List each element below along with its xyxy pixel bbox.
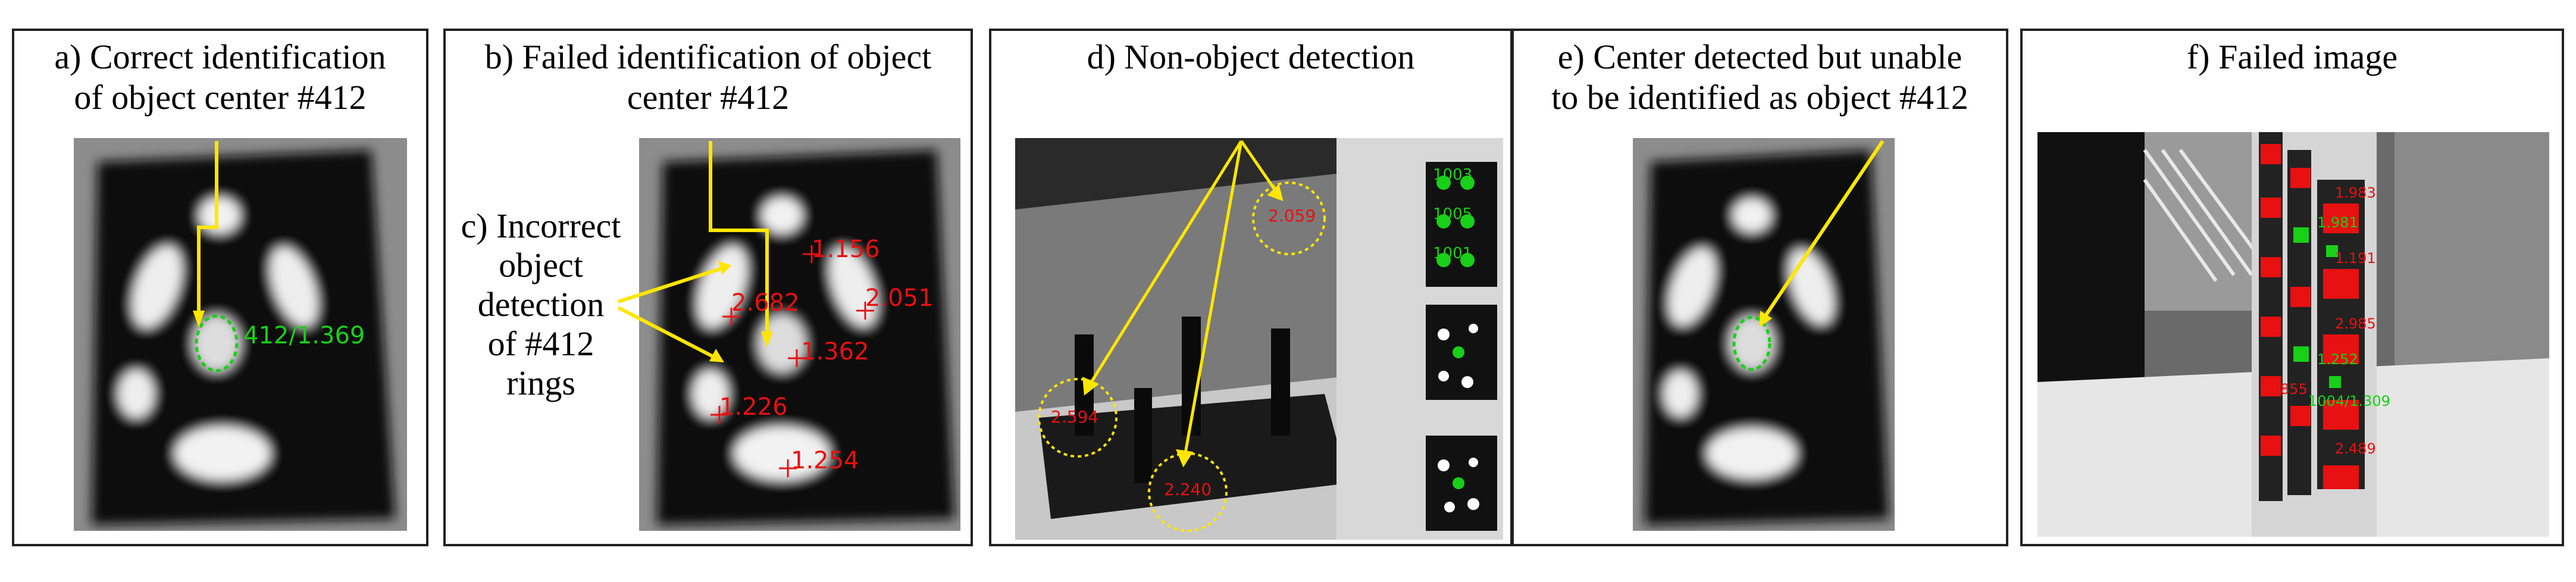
side-label-line4: of #412	[487, 324, 594, 363]
panel-b-side-label: c) Incorrect object detection of #412 ri…	[452, 206, 630, 403]
panel-f-red-5: 2.489	[2335, 440, 2376, 457]
side-label-line1: c) Incorrect	[461, 206, 621, 245]
panel-a-title-line1: a) Correct identification	[54, 37, 386, 76]
panel-d-value-2: 2.594	[1051, 407, 1098, 427]
panel-e-image	[1633, 138, 1895, 531]
panel-b-image: 1.156 2.682 2.051 1.362 1.226 1.254	[639, 138, 960, 531]
panel-f-green-2: 1.252	[2317, 351, 2358, 368]
panel-b-value-6: 1.254	[791, 447, 859, 474]
panel-e: e) Center detected but unable to be iden…	[1511, 29, 2008, 546]
panel-a-image: 412/1.369	[74, 138, 407, 531]
panel-d-code-3: 1001	[1433, 245, 1472, 262]
side-label-line5: rings	[506, 364, 575, 402]
panel-a-label: 412/1.369	[243, 322, 365, 349]
panel-b-title-line1: b) Failed identification of object	[484, 37, 932, 76]
panel-d-value-3: 2.240	[1164, 480, 1212, 499]
panel-d-title: d) Non-object detection	[1087, 37, 1415, 76]
panel-e-title-line2: to be identified as object #412	[1551, 78, 1968, 117]
panel-d: d) Non-object detection 1003 1005 1001	[989, 29, 1513, 546]
panel-a-title-line2: of object center #412	[74, 78, 367, 117]
side-label-line2: object	[499, 246, 583, 284]
panel-f-red-2: 1.191	[2335, 250, 2376, 267]
side-label-line3: detection	[477, 285, 605, 324]
panel-d-value-1: 2.059	[1268, 206, 1316, 226]
panel-f-red-1: 1.983	[2335, 184, 2376, 201]
panel-b-value-1: 1.156	[812, 236, 880, 263]
panel-b: b) Failed identification of object cente…	[443, 29, 973, 546]
panel-b-value-2: 2.682	[731, 289, 800, 317]
panel-f-green-1: 1.981	[2317, 214, 2358, 231]
panel-b-value-5: 1.226	[719, 393, 788, 421]
panel-f-red-4: 2.855	[2267, 381, 2308, 398]
panel-b-value-3: 2.051	[865, 284, 934, 312]
panel-f-image: 1.983 1.191 2.985 2.855 2.489 1.981 1.25…	[2037, 132, 2549, 537]
panel-d-code-2: 1005	[1433, 205, 1472, 223]
panel-f: f) Failed image	[2020, 29, 2564, 546]
panel-b-pointer-arrows	[617, 261, 731, 362]
panel-b-value-4: 1.362	[801, 338, 869, 365]
panel-f-title: f) Failed image	[2186, 37, 2398, 76]
panel-e-title-line1: e) Center detected but unable	[1557, 37, 1962, 76]
panel-d-image: 1003 1005 1001 2.059 2.594 2.240	[1015, 138, 1503, 540]
panel-f-green-3: 1004/1.309	[2308, 393, 2390, 409]
panel-f-red-3: 2.985	[2335, 315, 2376, 332]
panel-b-title-line2: center #412	[627, 78, 790, 117]
panel-a: a) Correct identification of object cent…	[12, 29, 428, 546]
panel-d-code-1: 1003	[1433, 166, 1472, 184]
